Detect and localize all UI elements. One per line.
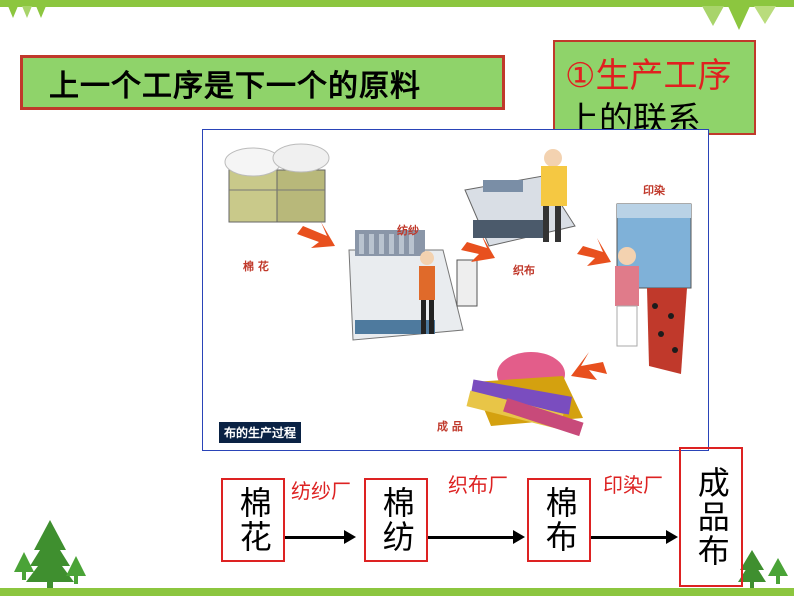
flow-step-finished-cloth-label: 成品布 [692,466,731,568]
weaving-machine-image [464,149,576,247]
flow-arrow-1-head [344,530,356,544]
process-arrow-2 [461,234,495,262]
slide-title-box: 上一个工序是下一个的原料 [20,55,505,110]
side-note-line1: ①生产工序 [565,56,732,96]
illustration-drawing [224,143,692,437]
flow-step-cotton-label: 棉花 [234,486,273,554]
illustration-label-product: 成 品 [437,420,463,433]
illustration-label-dyeing: 印染 [643,184,665,197]
flow-step-cotton-cloth-label: 棉布 [540,486,579,554]
slide-title: 上一个工序是下一个的原料 [49,68,421,104]
flow-step-finished-cloth: 成品布 [679,447,743,587]
flow-step-cotton: 棉花 [221,478,285,562]
flow-arrow-3-head [666,530,678,544]
dyeing-machine-image [615,203,692,374]
process-arrow-4 [571,352,607,380]
flow-arrow-3-line [591,536,667,539]
illustration-label-weaving: 织布 [513,264,535,277]
illustration-label-cotton: 棉 花 [243,260,269,273]
fabric-rolls-image [466,352,584,437]
flow-process-spinning-mill: 纺纱厂 [291,479,351,503]
top-decor-bar [0,0,794,7]
bunting-left-decoration [8,6,46,18]
cloth-production-illustration: 棉 花 纺纱 织布 印染 成 品 布的生产过程 [202,129,709,451]
illustration-label-spinning: 纺纱 [397,224,419,237]
illustration-caption: 布的生产过程 [219,422,302,443]
flow-process-weaving-mill: 织布厂 [448,473,508,497]
side-note-box: ①生产工序 上的联系 [553,40,756,140]
flow-arrow-2-head [513,530,525,544]
spinning-machine-image [348,230,478,341]
trees-bottom-right-decoration [738,550,788,588]
flow-step-cotton-yarn-label: 棉纺 [377,486,416,554]
trees-bottom-left-decoration [14,520,86,588]
cotton-bales-image [224,143,330,223]
flow-arrow-1-line [285,536,345,539]
trees-top-right-decoration [702,6,776,30]
process-arrow-3 [577,238,611,266]
bottom-decor-bar [0,588,794,596]
flow-arrow-2-line [428,536,514,539]
flow-process-dyeing-mill: 印染厂 [603,473,663,497]
process-arrow-1 [297,222,335,248]
flow-step-cotton-cloth: 棉布 [527,478,591,562]
flow-step-cotton-yarn: 棉纺 [364,478,428,562]
